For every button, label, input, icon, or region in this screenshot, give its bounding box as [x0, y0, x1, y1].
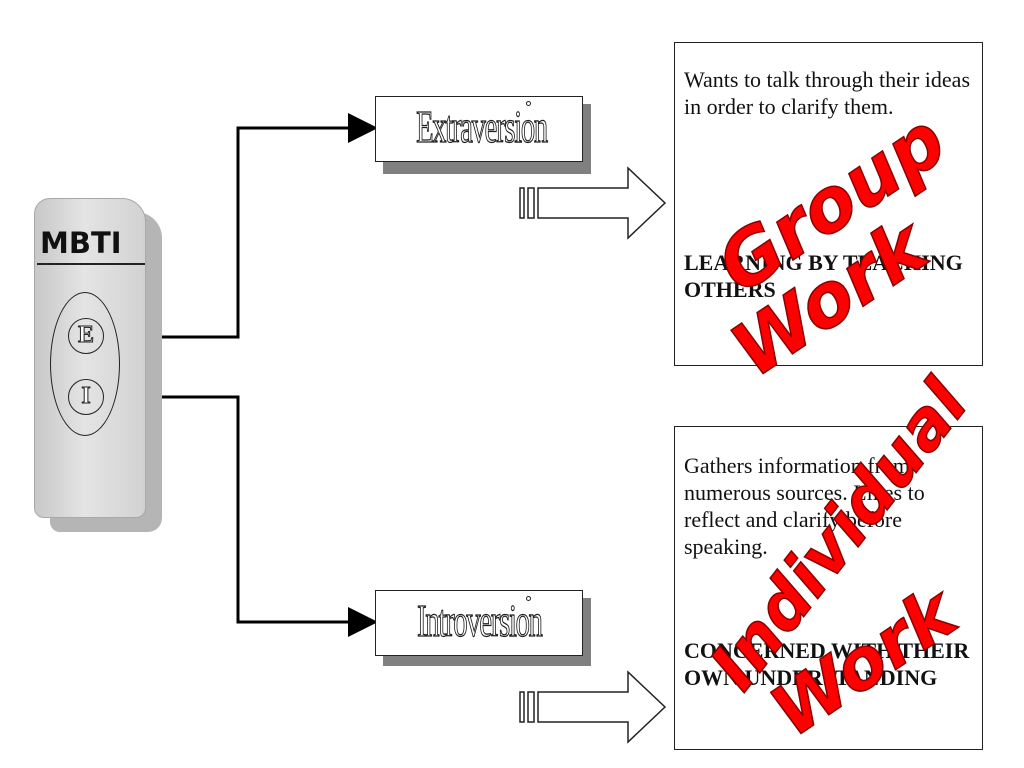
extraversion-learning: LEARNING BY TEACHING OTHERS: [684, 250, 963, 302]
introversion-dot: [526, 596, 531, 601]
introversion-text: Introversion: [416, 594, 543, 646]
introversion-box: [674, 426, 983, 750]
extraversion-text: Extraversion: [416, 100, 549, 152]
connector-e-to-extraversion: [100, 113, 378, 339]
introversion-description: Gathers information from numerous source…: [684, 453, 925, 559]
dial-i: I: [68, 379, 104, 415]
device-title: MBTI: [40, 226, 122, 260]
device-divider: [37, 263, 145, 265]
block-arrow-top: [519, 166, 667, 240]
dial-e: E: [68, 318, 104, 354]
dial-ellipse: [50, 292, 120, 436]
extraversion-dot: [526, 101, 531, 106]
connector-i-to-introversion: [100, 395, 378, 637]
extraversion-label: Extraversion: [375, 96, 583, 162]
introversion-concern: CONCERNED WITH THEIR OWN UNDERSTANDING: [684, 638, 970, 690]
introversion-label: Introversion: [375, 590, 583, 656]
extraversion-description: Wants to talk through their ideas in ord…: [684, 67, 970, 119]
block-arrow-bottom: [519, 670, 667, 744]
extraversion-box: [674, 42, 983, 366]
